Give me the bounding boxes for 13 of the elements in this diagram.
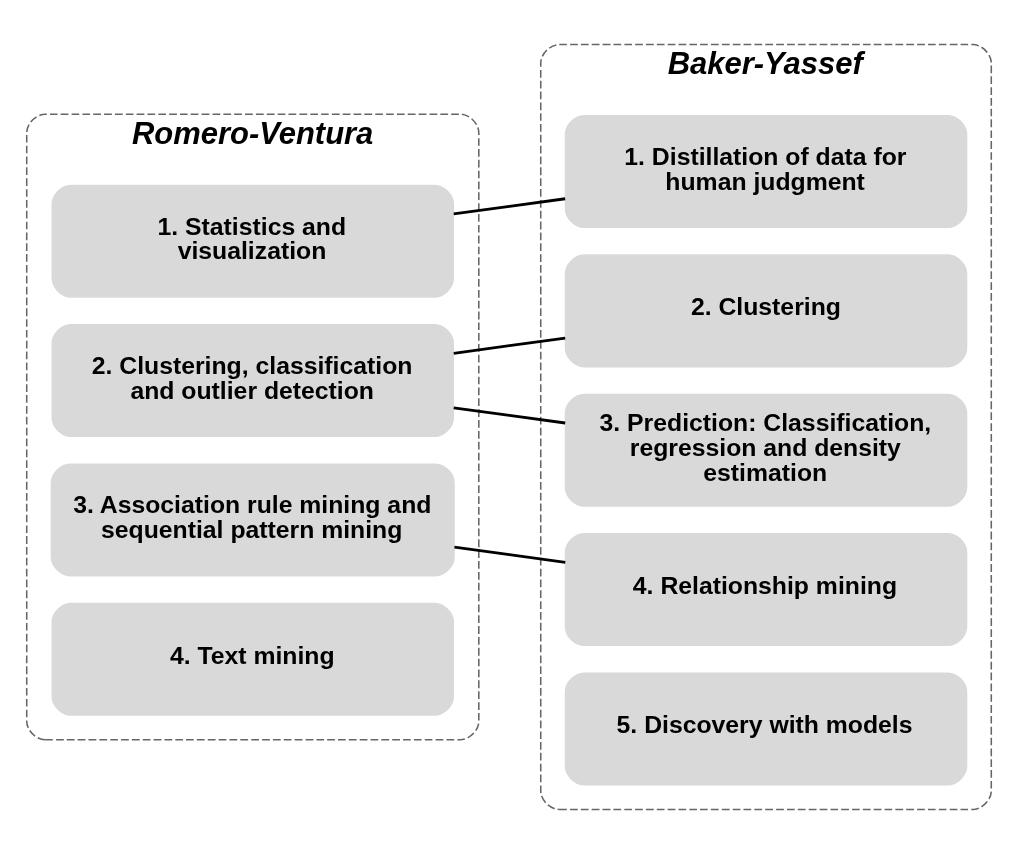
node-box: 1. Distillation of data for human judgment [564, 115, 968, 229]
node-box: 4. Text mining [51, 602, 455, 716]
node-box: 3. Association rule mining and sequential pattern mining [50, 463, 455, 577]
node-box: 2. Clustering [564, 254, 968, 368]
node-box: 5. Discovery with models [564, 672, 968, 786]
connector [453, 406, 566, 425]
node-box: 1. Statistics and visualization [51, 184, 455, 298]
node-box: 2. Clustering, classification and outlier detection [51, 324, 455, 438]
connector [453, 197, 566, 216]
connector [453, 336, 566, 355]
connector [454, 545, 566, 564]
node-box: 4. Relationship mining [564, 533, 968, 647]
node-box: 3. Prediction: Classification, regression and density estimation [564, 393, 968, 507]
